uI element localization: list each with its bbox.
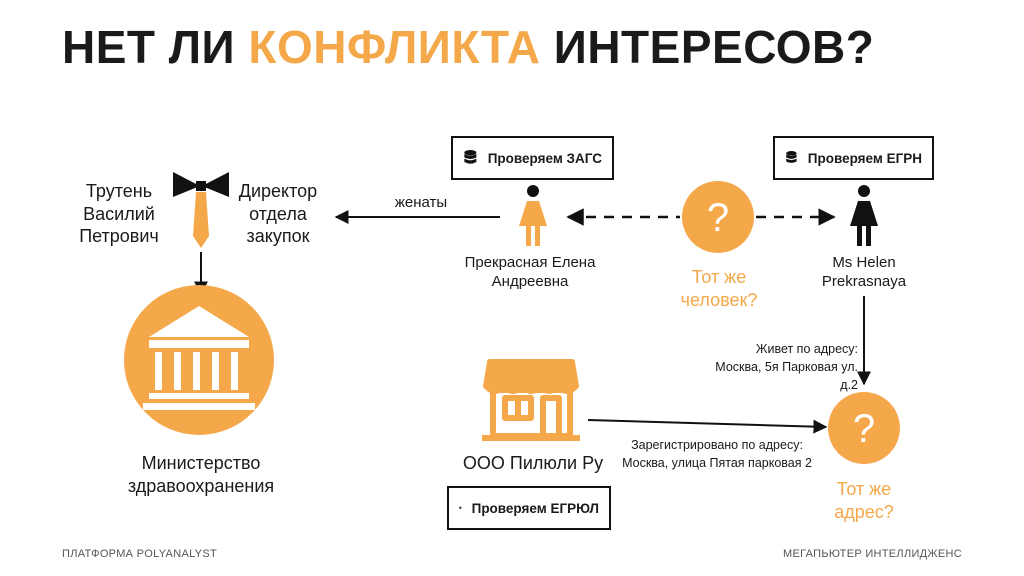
helen-name: Ms Helen Prekrasnaya	[821, 254, 907, 290]
spouse-name: Прекрасная Елена Андреевна	[464, 254, 596, 290]
same-person-question-circle	[682, 181, 754, 253]
store-icon	[482, 359, 580, 441]
database-icon	[786, 151, 797, 163]
same-person-question-mark: ?	[707, 196, 729, 240]
check-zags-box: Проверяем ЗАГС	[451, 136, 614, 180]
check-zags-label: Проверяем ЗАГС	[487, 150, 602, 166]
same-person-label: Тот же человек?	[680, 267, 758, 310]
footer-left: ПЛАТФОРМА POLYANALYST	[62, 548, 217, 560]
company-name: ООО Пилюли Ру	[462, 453, 604, 473]
same-address-label: Тот же адрес?	[834, 479, 894, 522]
helen-address: Живет по адресу: Москва, 5я Парковая ул.…	[715, 342, 858, 393]
check-egrul-box: Проверяем ЕГРЮЛ	[447, 486, 611, 530]
database-icon	[459, 506, 462, 510]
title-accent: КОНФЛИКТА	[248, 21, 541, 73]
tie-icon	[173, 172, 229, 248]
same-address-question-mark: ?	[853, 407, 875, 451]
same-address-question-circle	[828, 392, 900, 464]
check-egrn-label: Проверяем ЕГРН	[807, 150, 922, 166]
footer-right: МЕГАПЬЮТЕР ИНТЕЛЛИДЖЕНС	[783, 548, 962, 560]
ministry-label: Министерство здравоохранения	[127, 453, 275, 496]
company-address-arrow	[587, 419, 828, 434]
married-label: женаты	[394, 194, 448, 211]
page-title: НЕТ ЛИ КОНФЛИКТА ИНТЕРЕСОВ?	[62, 22, 874, 73]
director-name: Трутень Василий Петрович	[79, 181, 159, 246]
company-address: Зарегистрировано по адресу: Москва, улиц…	[622, 438, 812, 471]
title-part-1: НЕТ ЛИ	[62, 21, 236, 73]
woman-icon	[519, 185, 547, 246]
director-role: Директор отдела закупок	[238, 181, 318, 246]
database-icon	[464, 149, 477, 164]
check-egrn-box: Проверяем ЕГРН	[773, 136, 934, 180]
check-egrul-label: Проверяем ЕГРЮЛ	[471, 500, 599, 516]
title-part-2: ИНТЕРЕСОВ?	[553, 21, 875, 73]
ministry-building-icon	[124, 285, 274, 435]
woman-black-icon	[850, 185, 878, 246]
